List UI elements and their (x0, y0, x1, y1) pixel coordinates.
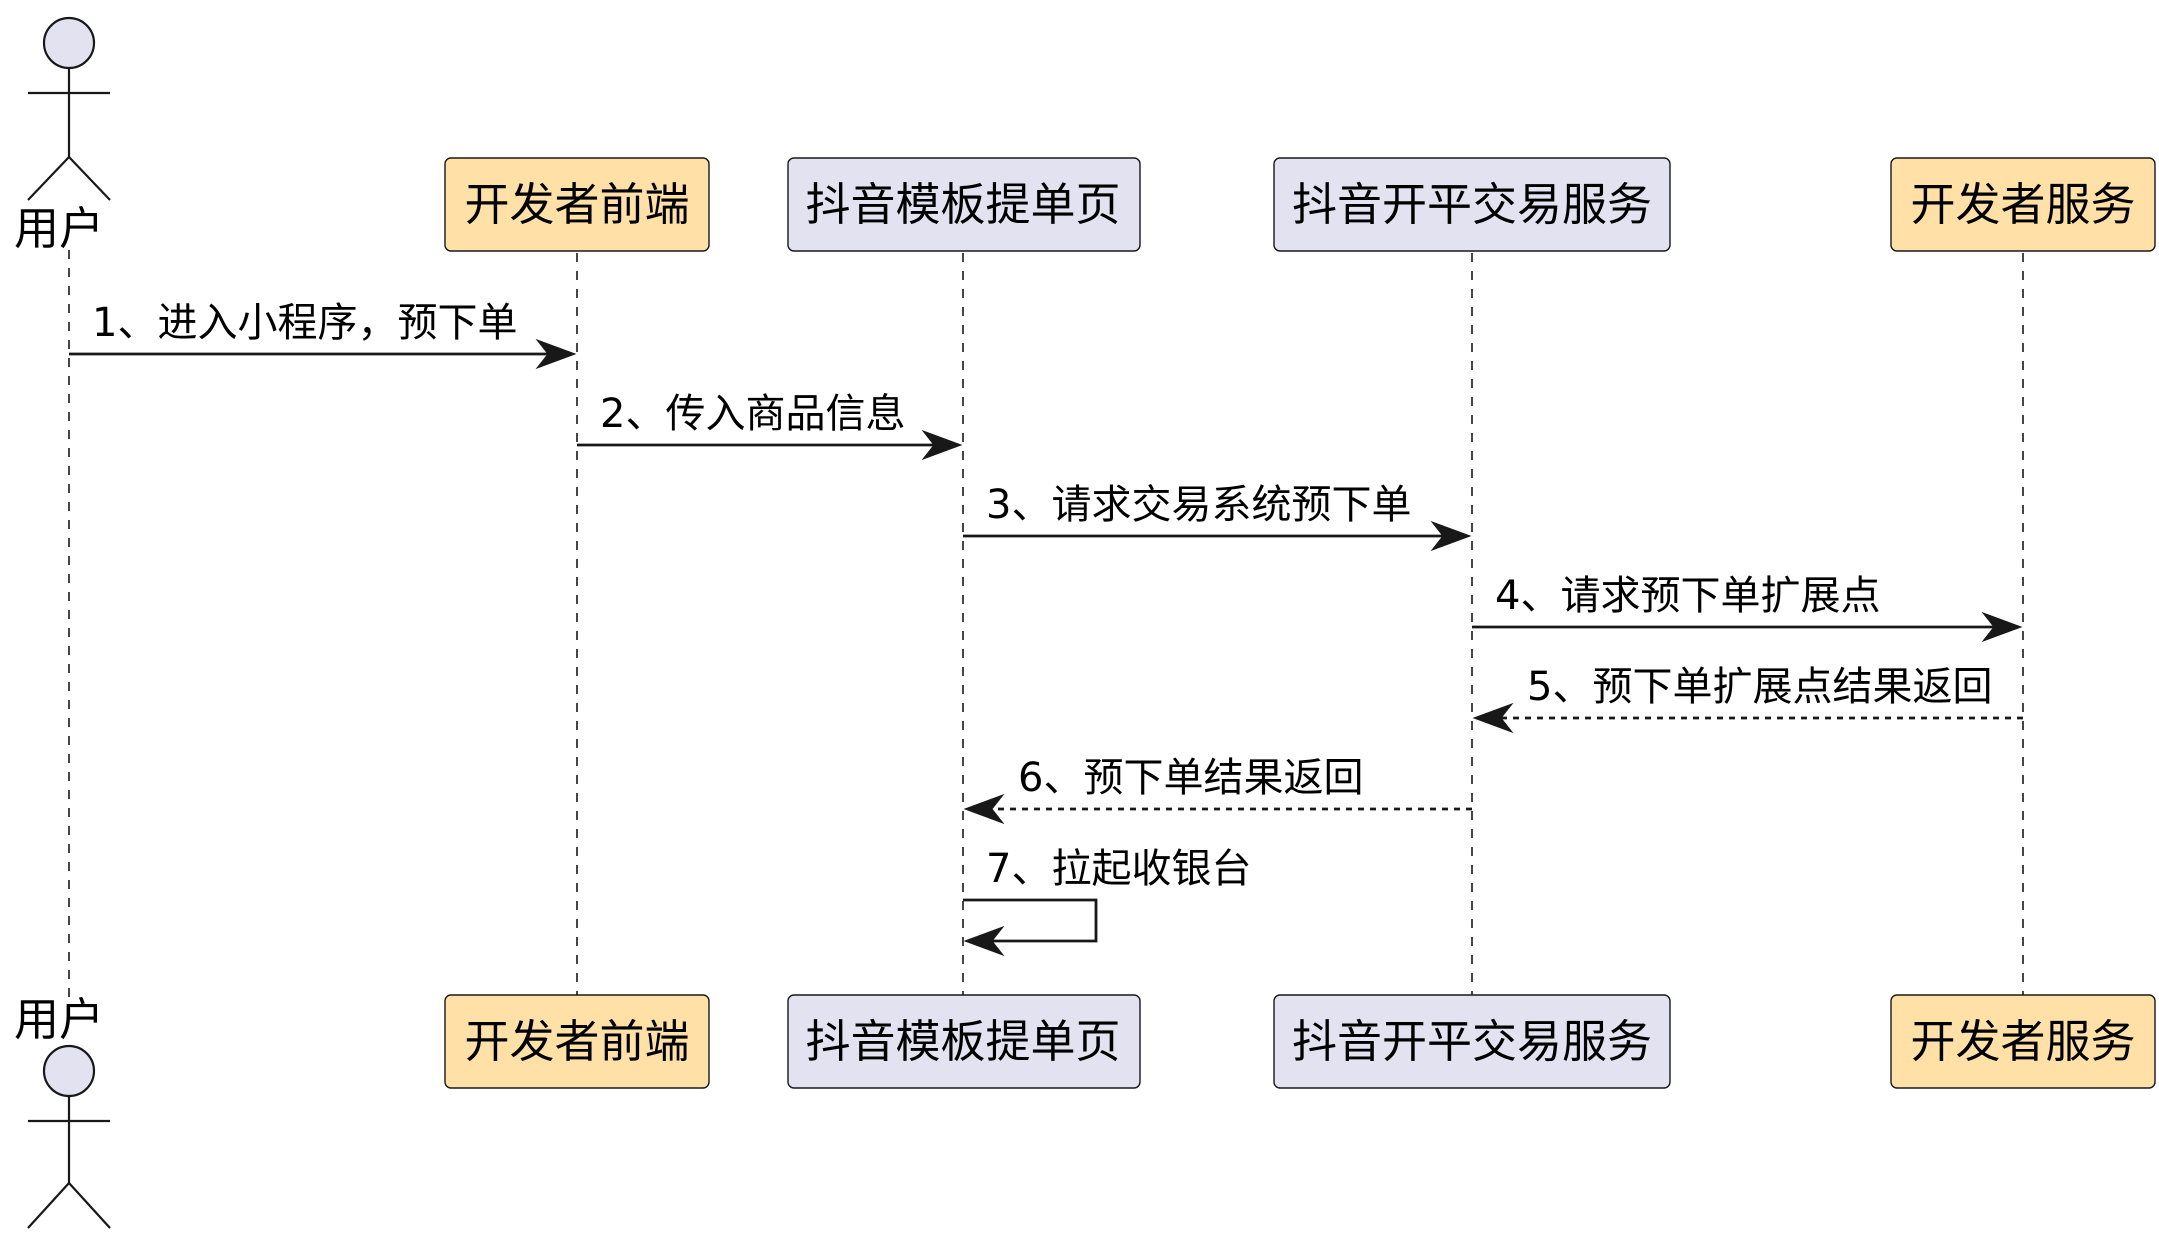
participant-devservice-top: 开发者服务 (1890, 157, 2156, 252)
participant-label-trade-bottom: 抖音开平交易服务 (1292, 1015, 1652, 1068)
message-1: 1、进入小程序，预下单 (69, 300, 577, 370)
participant-label-frontend-bottom: 开发者前端 (464, 1015, 689, 1068)
arrowhead-icon (963, 925, 1005, 957)
participant-frontend-bottom: 开发者前端 (444, 994, 710, 1089)
arrowhead-icon (535, 338, 577, 370)
message-label-4: 4、请求预下单扩展点 (1495, 573, 1880, 619)
message-2: 2、传入商品信息 (577, 391, 963, 461)
arrowhead-icon (963, 793, 1005, 825)
message-label-1: 1、进入小程序，预下单 (92, 300, 517, 346)
message-label-7: 7、拉起收银台 (986, 846, 1251, 892)
participant-label-devservice-bottom: 开发者服务 (1910, 1015, 2135, 1068)
participant-label-template-top: 抖音模板提单页 (805, 178, 1120, 231)
participant-frontend-top: 开发者前端 (444, 157, 710, 252)
arrowhead-icon (1472, 702, 1514, 734)
participant-label-frontend-top: 开发者前端 (464, 178, 689, 231)
message-3: 3、请求交易系统预下单 (963, 482, 1472, 552)
participant-label-template-bottom: 抖音模板提单页 (805, 1015, 1120, 1068)
participant-label-trade-top: 抖音开平交易服务 (1292, 178, 1652, 231)
message-5: 5、预下单扩展点结果返回 (1472, 664, 2023, 734)
participant-template-top: 抖音模板提单页 (787, 157, 1141, 252)
actor-user-top: 用户 (14, 16, 111, 255)
message-label-2: 2、传入商品信息 (600, 391, 905, 437)
message-7: 7、拉起收银台 (963, 846, 1251, 957)
participant-trade-top: 抖音开平交易服务 (1273, 157, 1671, 252)
actor-label-user-top: 用户 (14, 202, 104, 255)
message-6: 6、预下单结果返回 (963, 755, 1472, 825)
participant-trade-bottom: 抖音开平交易服务 (1273, 994, 1671, 1089)
message-label-5: 5、预下单扩展点结果返回 (1527, 664, 1992, 710)
participant-template-bottom: 抖音模板提单页 (787, 994, 1141, 1089)
participant-label-devservice-top: 开发者服务 (1910, 178, 2135, 231)
arrowhead-icon (1981, 611, 2023, 643)
message-label-3: 3、请求交易系统预下单 (986, 482, 1411, 528)
message-label-6: 6、预下单结果返回 (1018, 755, 1363, 801)
message-4: 4、请求预下单扩展点 (1472, 573, 2023, 643)
arrowhead-icon (921, 429, 963, 461)
actor-head-icon (42, 1044, 96, 1098)
actor-user-bottom: 用户 (14, 993, 111, 1229)
arrowhead-icon (1430, 520, 1472, 552)
participant-devservice-bottom: 开发者服务 (1890, 994, 2156, 1089)
actor-head-icon (42, 16, 96, 70)
actor-label-user-bottom: 用户 (14, 993, 104, 1046)
